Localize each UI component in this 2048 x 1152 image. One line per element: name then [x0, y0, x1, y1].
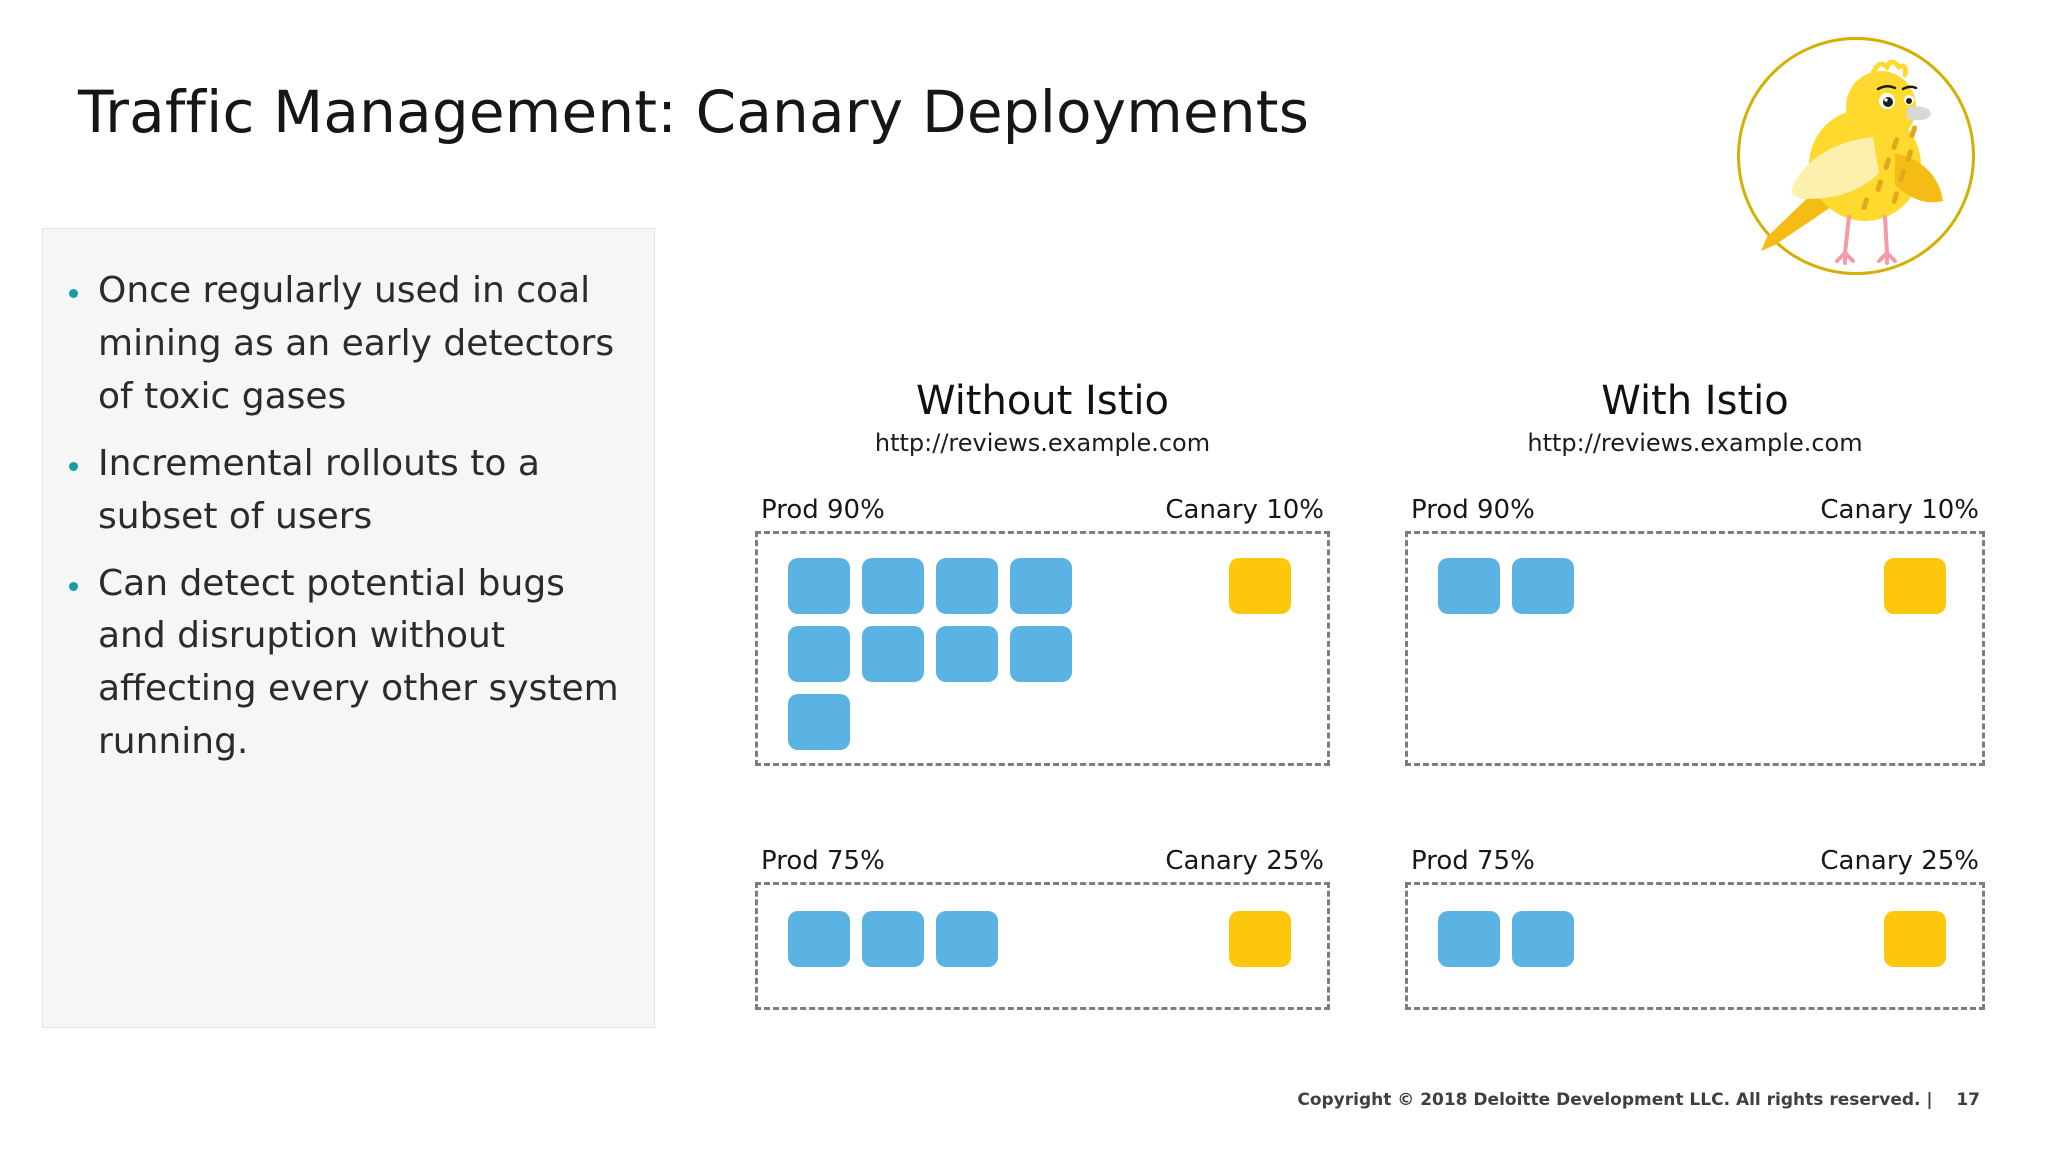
deployment-panel — [1405, 531, 1985, 767]
prod-instance-node — [862, 558, 924, 615]
deployment-panel — [1405, 882, 1985, 1011]
prod-instance-node — [1438, 558, 1500, 615]
panel-block: Prod 75% Canary 25% — [755, 846, 1330, 1011]
panel-block: Prod 90% Canary 10% — [1405, 495, 1985, 767]
canary-instance-node — [1884, 558, 1946, 615]
prod-instance-node — [788, 558, 850, 615]
prod-node-group — [776, 905, 1118, 968]
prod-label: Prod 75% — [761, 846, 885, 877]
prod-node-group — [1426, 905, 1768, 968]
bullet-dot-icon — [69, 289, 78, 298]
prod-instance-node — [1438, 911, 1500, 968]
deployment-panel — [755, 531, 1330, 767]
page-title: Traffic Management: Canary Deployments — [78, 78, 1310, 146]
column-title: With Istio — [1601, 378, 1789, 424]
prod-label: Prod 75% — [1411, 846, 1535, 877]
prod-instance-node — [1512, 558, 1574, 615]
prod-node-group — [1426, 554, 1768, 615]
list-item: Can detect potential bugs and disruption… — [69, 558, 628, 770]
prod-instance-node — [936, 911, 998, 968]
footer-copyright: Copyright © 2018 Deloitte Development LL… — [1297, 1090, 1980, 1110]
deployment-panel — [755, 882, 1330, 1011]
footer-text: Copyright © 2018 Deloitte Development LL… — [1297, 1090, 1933, 1110]
prod-instance-node — [1512, 911, 1574, 968]
bullet-dot-icon — [69, 461, 78, 471]
prod-instance-node — [936, 626, 998, 683]
prod-instance-node — [1010, 558, 1072, 615]
prod-instance-node — [1010, 626, 1072, 683]
panel-labels: Prod 90% Canary 10% — [1405, 495, 1985, 531]
page-number: 17 — [1956, 1090, 1980, 1110]
prod-instance-node — [862, 911, 924, 968]
panel-block: Prod 90% Canary 10% — [755, 495, 1330, 767]
canary-node-group — [1884, 905, 1964, 968]
column-title: Without Istio — [916, 378, 1169, 424]
bullet-text: Once regularly used in coal mining as an… — [98, 270, 615, 417]
canary-label: Canary 10% — [1820, 495, 1979, 526]
list-item: Once regularly used in coal mining as an… — [69, 265, 628, 424]
prod-instance-node — [788, 694, 850, 751]
prod-instance-node — [788, 911, 850, 968]
canary-node-group — [1884, 554, 1964, 615]
panel-labels: Prod 75% Canary 25% — [755, 846, 1330, 882]
canary-node-group — [1229, 554, 1309, 615]
list-item: Incremental rollouts to a subset of user… — [69, 438, 628, 544]
prod-label: Prod 90% — [761, 495, 885, 526]
canary-instance-node — [1884, 911, 1946, 968]
canary-logo — [1737, 37, 1975, 275]
bullet-panel: Once regularly used in coal mining as an… — [42, 228, 655, 1028]
prod-label: Prod 90% — [1411, 495, 1535, 526]
column-subtitle: http://reviews.example.com — [1527, 429, 1863, 458]
prod-instance-node — [788, 626, 850, 683]
column-subtitle: http://reviews.example.com — [874, 429, 1211, 458]
canary-label: Canary 25% — [1820, 846, 1979, 877]
diagram-without-istio: Without Istio http://reviews.example.com… — [755, 378, 1330, 1011]
prod-instance-node — [936, 558, 998, 615]
canary-instance-node — [1229, 558, 1291, 615]
canary-label: Canary 10% — [1165, 495, 1324, 526]
bullet-list: Once regularly used in coal mining as an… — [43, 229, 654, 769]
prod-instance-node — [862, 626, 924, 683]
canary-bird-icon — [1761, 59, 1943, 265]
panel-labels: Prod 75% Canary 25% — [1405, 846, 1985, 882]
diagram-with-istio: With Istio http://reviews.example.com Pr… — [1405, 378, 1985, 1011]
canary-instance-node — [1229, 911, 1291, 968]
canary-label: Canary 25% — [1165, 846, 1324, 877]
bullet-text: Can detect potential bugs and disruption… — [98, 562, 619, 763]
canary-node-group — [1229, 905, 1309, 968]
bullet-dot-icon — [69, 581, 78, 591]
panel-block: Prod 75% Canary 25% — [1405, 846, 1985, 1011]
bullet-text: Incremental rollouts to a subset of user… — [98, 442, 540, 537]
panel-labels: Prod 90% Canary 10% — [755, 495, 1330, 531]
prod-node-group — [776, 554, 1118, 751]
